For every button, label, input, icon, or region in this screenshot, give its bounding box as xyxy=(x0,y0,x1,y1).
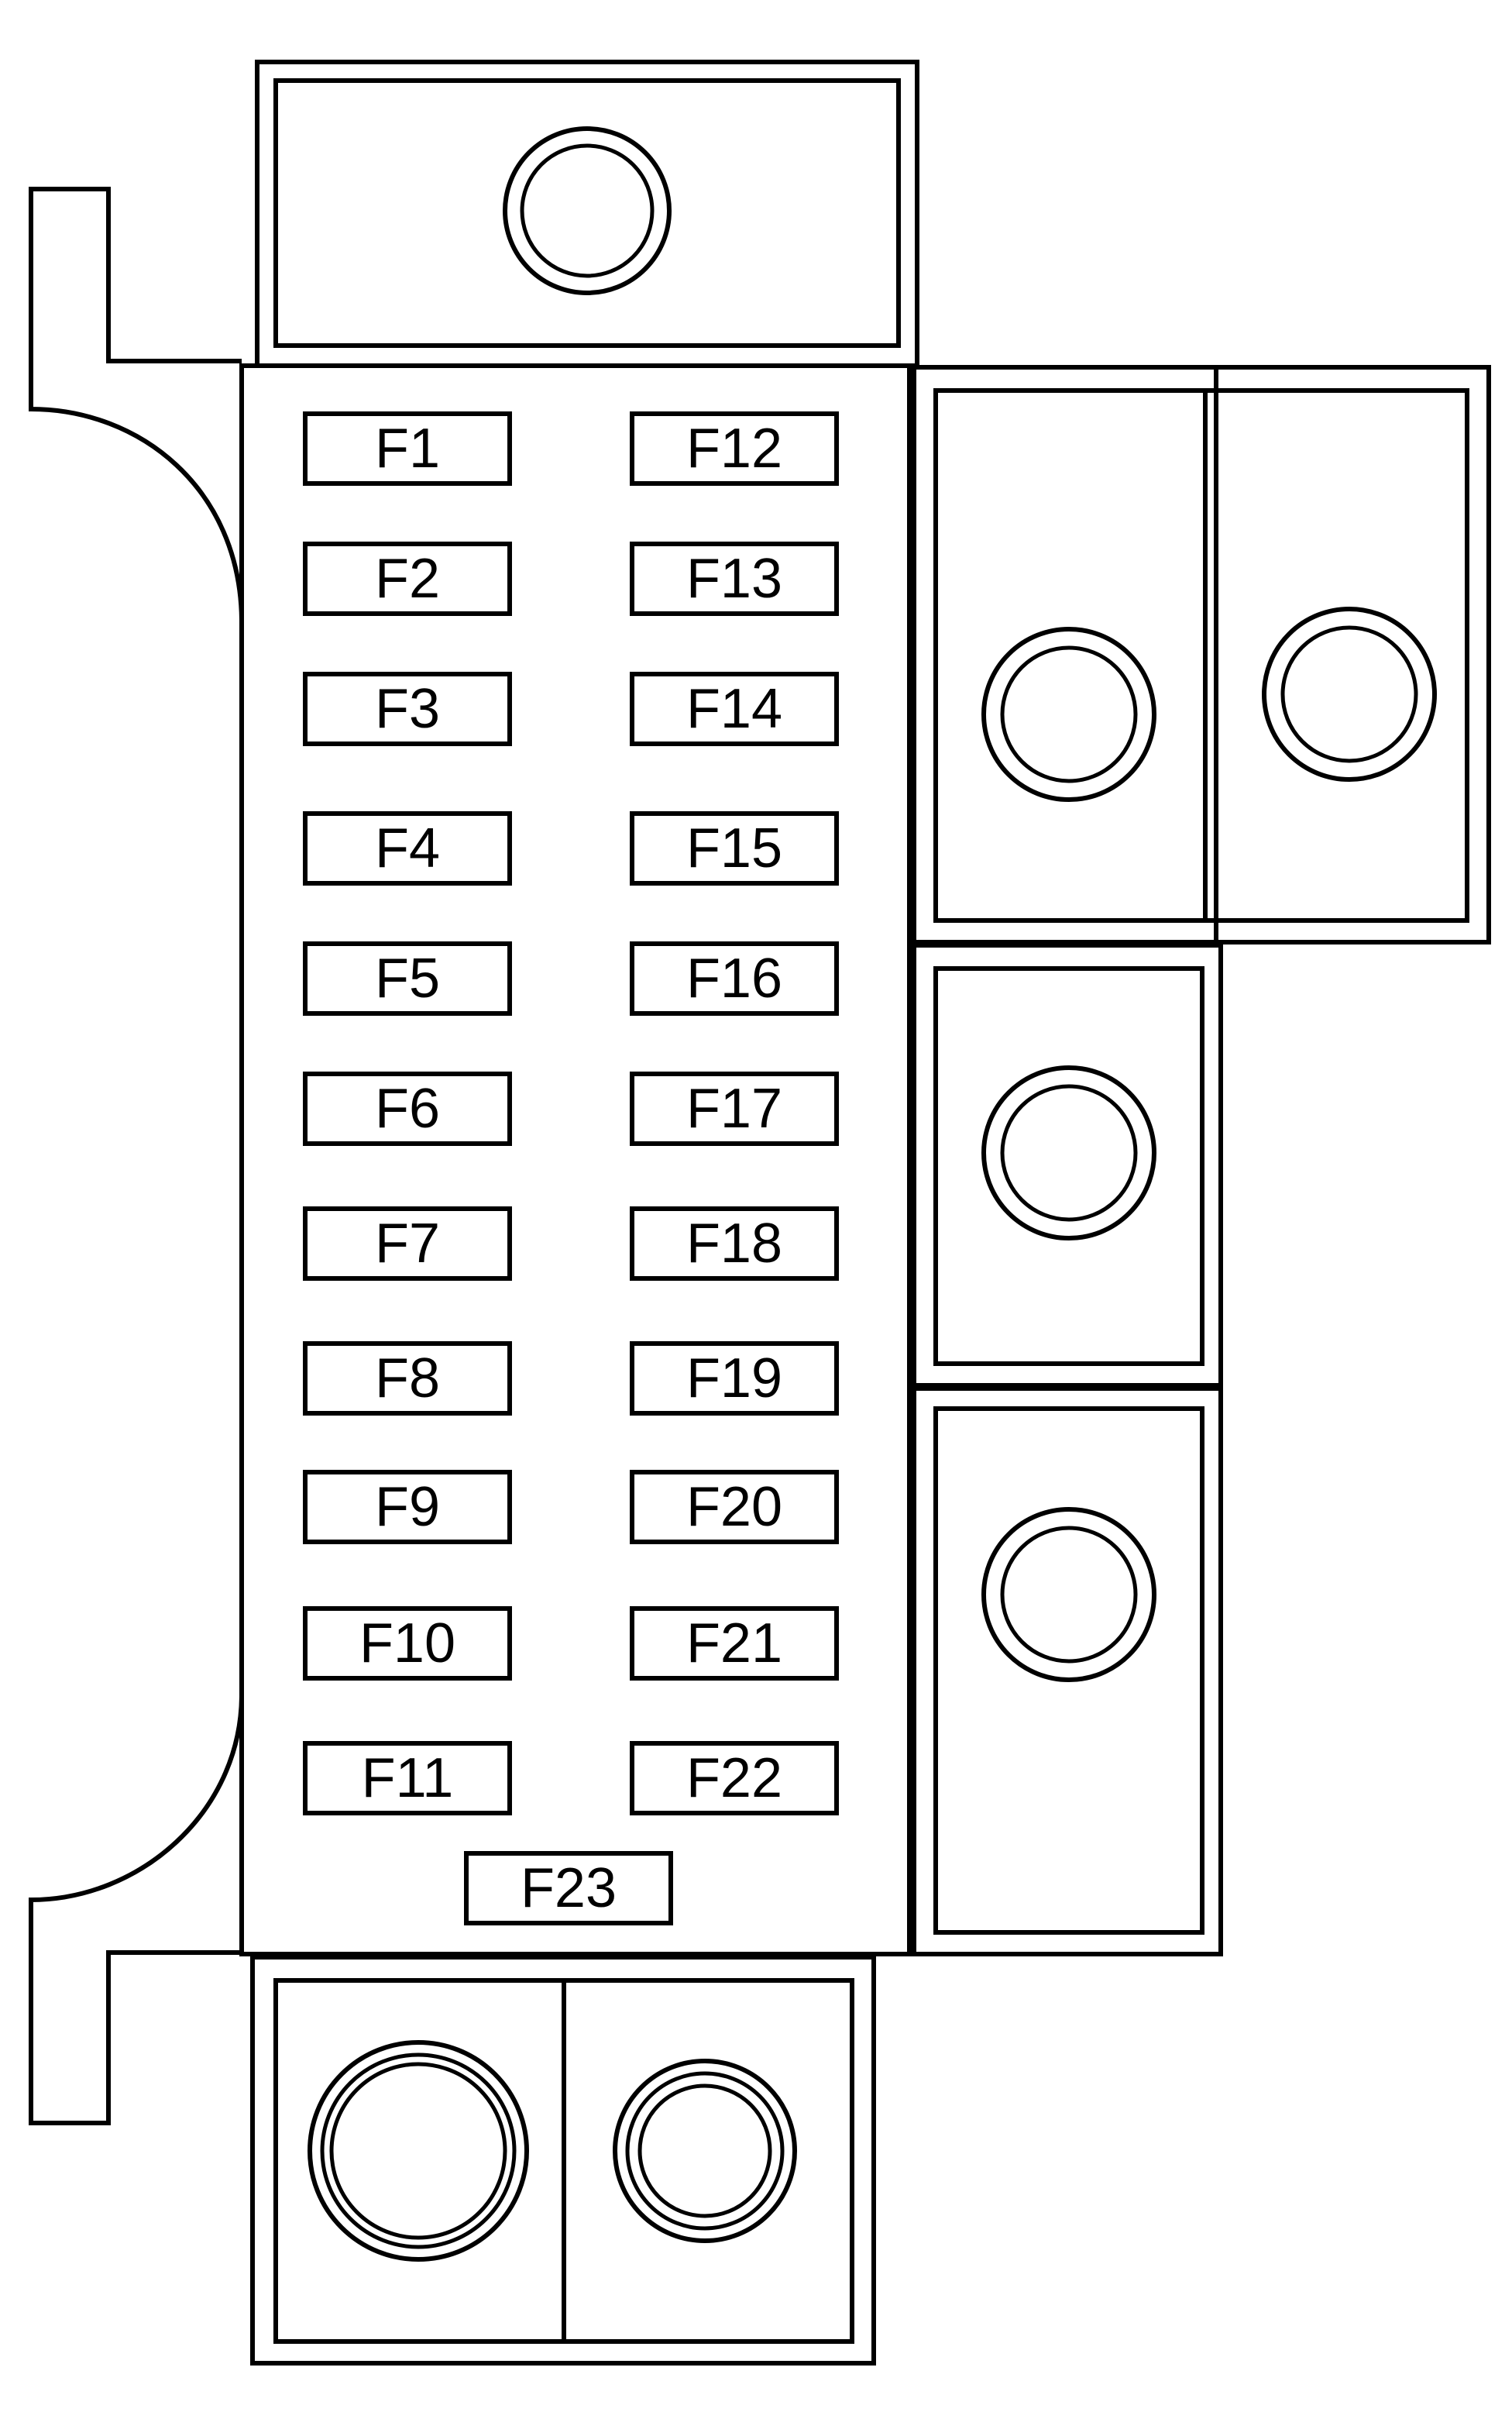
fuse-label: F12 xyxy=(686,418,782,480)
top-relay-housing-inner xyxy=(273,78,901,348)
bottom-stud-large xyxy=(308,2040,529,2262)
fuse-slot: F12 xyxy=(630,411,839,486)
bottom-connector-housing xyxy=(250,1955,876,2366)
left-mounting-bracket xyxy=(29,187,244,2125)
fuse-slot: F15 xyxy=(630,811,839,886)
right-middle-relay-inner xyxy=(933,966,1204,1366)
fuse-label: F10 xyxy=(359,1612,455,1674)
fuse-slot: F11 xyxy=(303,1741,512,1815)
top-relay-housing xyxy=(255,60,919,368)
fuse-label: F3 xyxy=(375,678,440,740)
fuse-slot: F18 xyxy=(630,1206,839,1281)
fuse-label: F9 xyxy=(375,1476,440,1538)
fuse-label: F14 xyxy=(686,678,782,740)
bottom-stud-small xyxy=(613,2059,797,2243)
fuse-slot: F2 xyxy=(303,542,512,616)
right-lower-relay-inner xyxy=(933,1406,1204,1935)
fuse-slot: F4 xyxy=(303,811,512,886)
fuse-slot: F9 xyxy=(303,1470,512,1544)
fuse-slot: F16 xyxy=(630,941,839,1016)
top-relay-connector xyxy=(503,126,672,295)
fuse-slot: F19 xyxy=(630,1341,839,1416)
fuse-label: F13 xyxy=(686,548,782,610)
relay-slot-upper-right xyxy=(1203,388,1469,923)
fuse-label: F20 xyxy=(686,1476,782,1538)
fuse-slot: F7 xyxy=(303,1206,512,1281)
fuse-label: F4 xyxy=(375,817,440,879)
fuse-label: F18 xyxy=(686,1213,782,1275)
fuse-label: F1 xyxy=(375,418,440,480)
fuse-slot: F20 xyxy=(630,1470,839,1544)
fuse-slot: F23 xyxy=(464,1851,673,1925)
relay-connector-lower xyxy=(981,1507,1156,1682)
fuse-label: F19 xyxy=(686,1347,782,1409)
fuse-label: F17 xyxy=(686,1078,782,1140)
fuse-label: F23 xyxy=(521,1857,617,1919)
fuse-label: F22 xyxy=(686,1747,782,1809)
fuse-slot: F3 xyxy=(303,672,512,746)
right-upper-relay-housing xyxy=(912,365,1491,944)
fuse-slot: F22 xyxy=(630,1741,839,1815)
fuse-slot: F1 xyxy=(303,411,512,486)
relay-connector-upper-right xyxy=(1262,607,1437,782)
fuse-slot: F6 xyxy=(303,1072,512,1146)
fuse-label: F2 xyxy=(375,548,440,610)
fuse-label: F5 xyxy=(375,948,440,1010)
fuse-slot: F10 xyxy=(303,1606,512,1681)
fuse-slot: F21 xyxy=(630,1606,839,1681)
fuse-slot: F5 xyxy=(303,941,512,1016)
fuse-label: F6 xyxy=(375,1078,440,1140)
fuse-slot: F14 xyxy=(630,672,839,746)
fuse-label: F21 xyxy=(686,1612,782,1674)
fuse-label: F16 xyxy=(686,948,782,1010)
fuse-label: F7 xyxy=(375,1213,440,1275)
right-middle-relay-housing xyxy=(912,943,1223,1388)
fuse-label: F15 xyxy=(686,817,782,879)
fuse-slot: F17 xyxy=(630,1072,839,1146)
relay-connector-middle xyxy=(981,1065,1156,1240)
fuse-slot: F8 xyxy=(303,1341,512,1416)
bottom-connector-slot-right xyxy=(562,1978,854,2344)
fuse-label: F11 xyxy=(362,1747,454,1809)
fuse-label: F8 xyxy=(375,1347,440,1409)
right-lower-relay-housing xyxy=(912,1386,1223,1956)
relay-connector-upper-left xyxy=(981,627,1156,802)
fuse-slot: F13 xyxy=(630,542,839,616)
